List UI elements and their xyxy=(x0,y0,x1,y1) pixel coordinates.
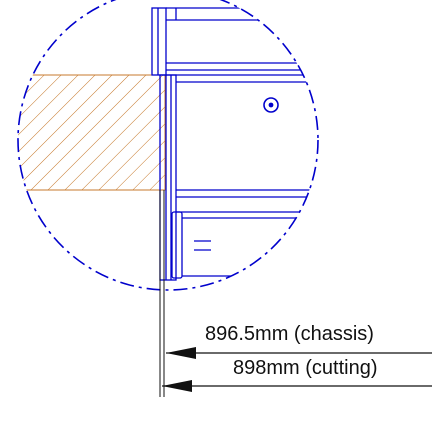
cutting-dimension-label: 898mm (cutting) xyxy=(233,357,378,379)
chassis-dimension-arrow xyxy=(166,347,432,359)
chassis-dimension-label: 896.5mm (chassis) xyxy=(205,323,374,345)
lower-bracket xyxy=(171,211,318,279)
detail-circle xyxy=(17,0,319,291)
hatched-section xyxy=(18,74,166,191)
screw-head-icon xyxy=(263,97,279,113)
horizontal-rail xyxy=(176,81,318,213)
cutting-dimension-arrow xyxy=(162,380,432,392)
extension-lines xyxy=(159,190,165,397)
top-flange xyxy=(151,7,318,76)
